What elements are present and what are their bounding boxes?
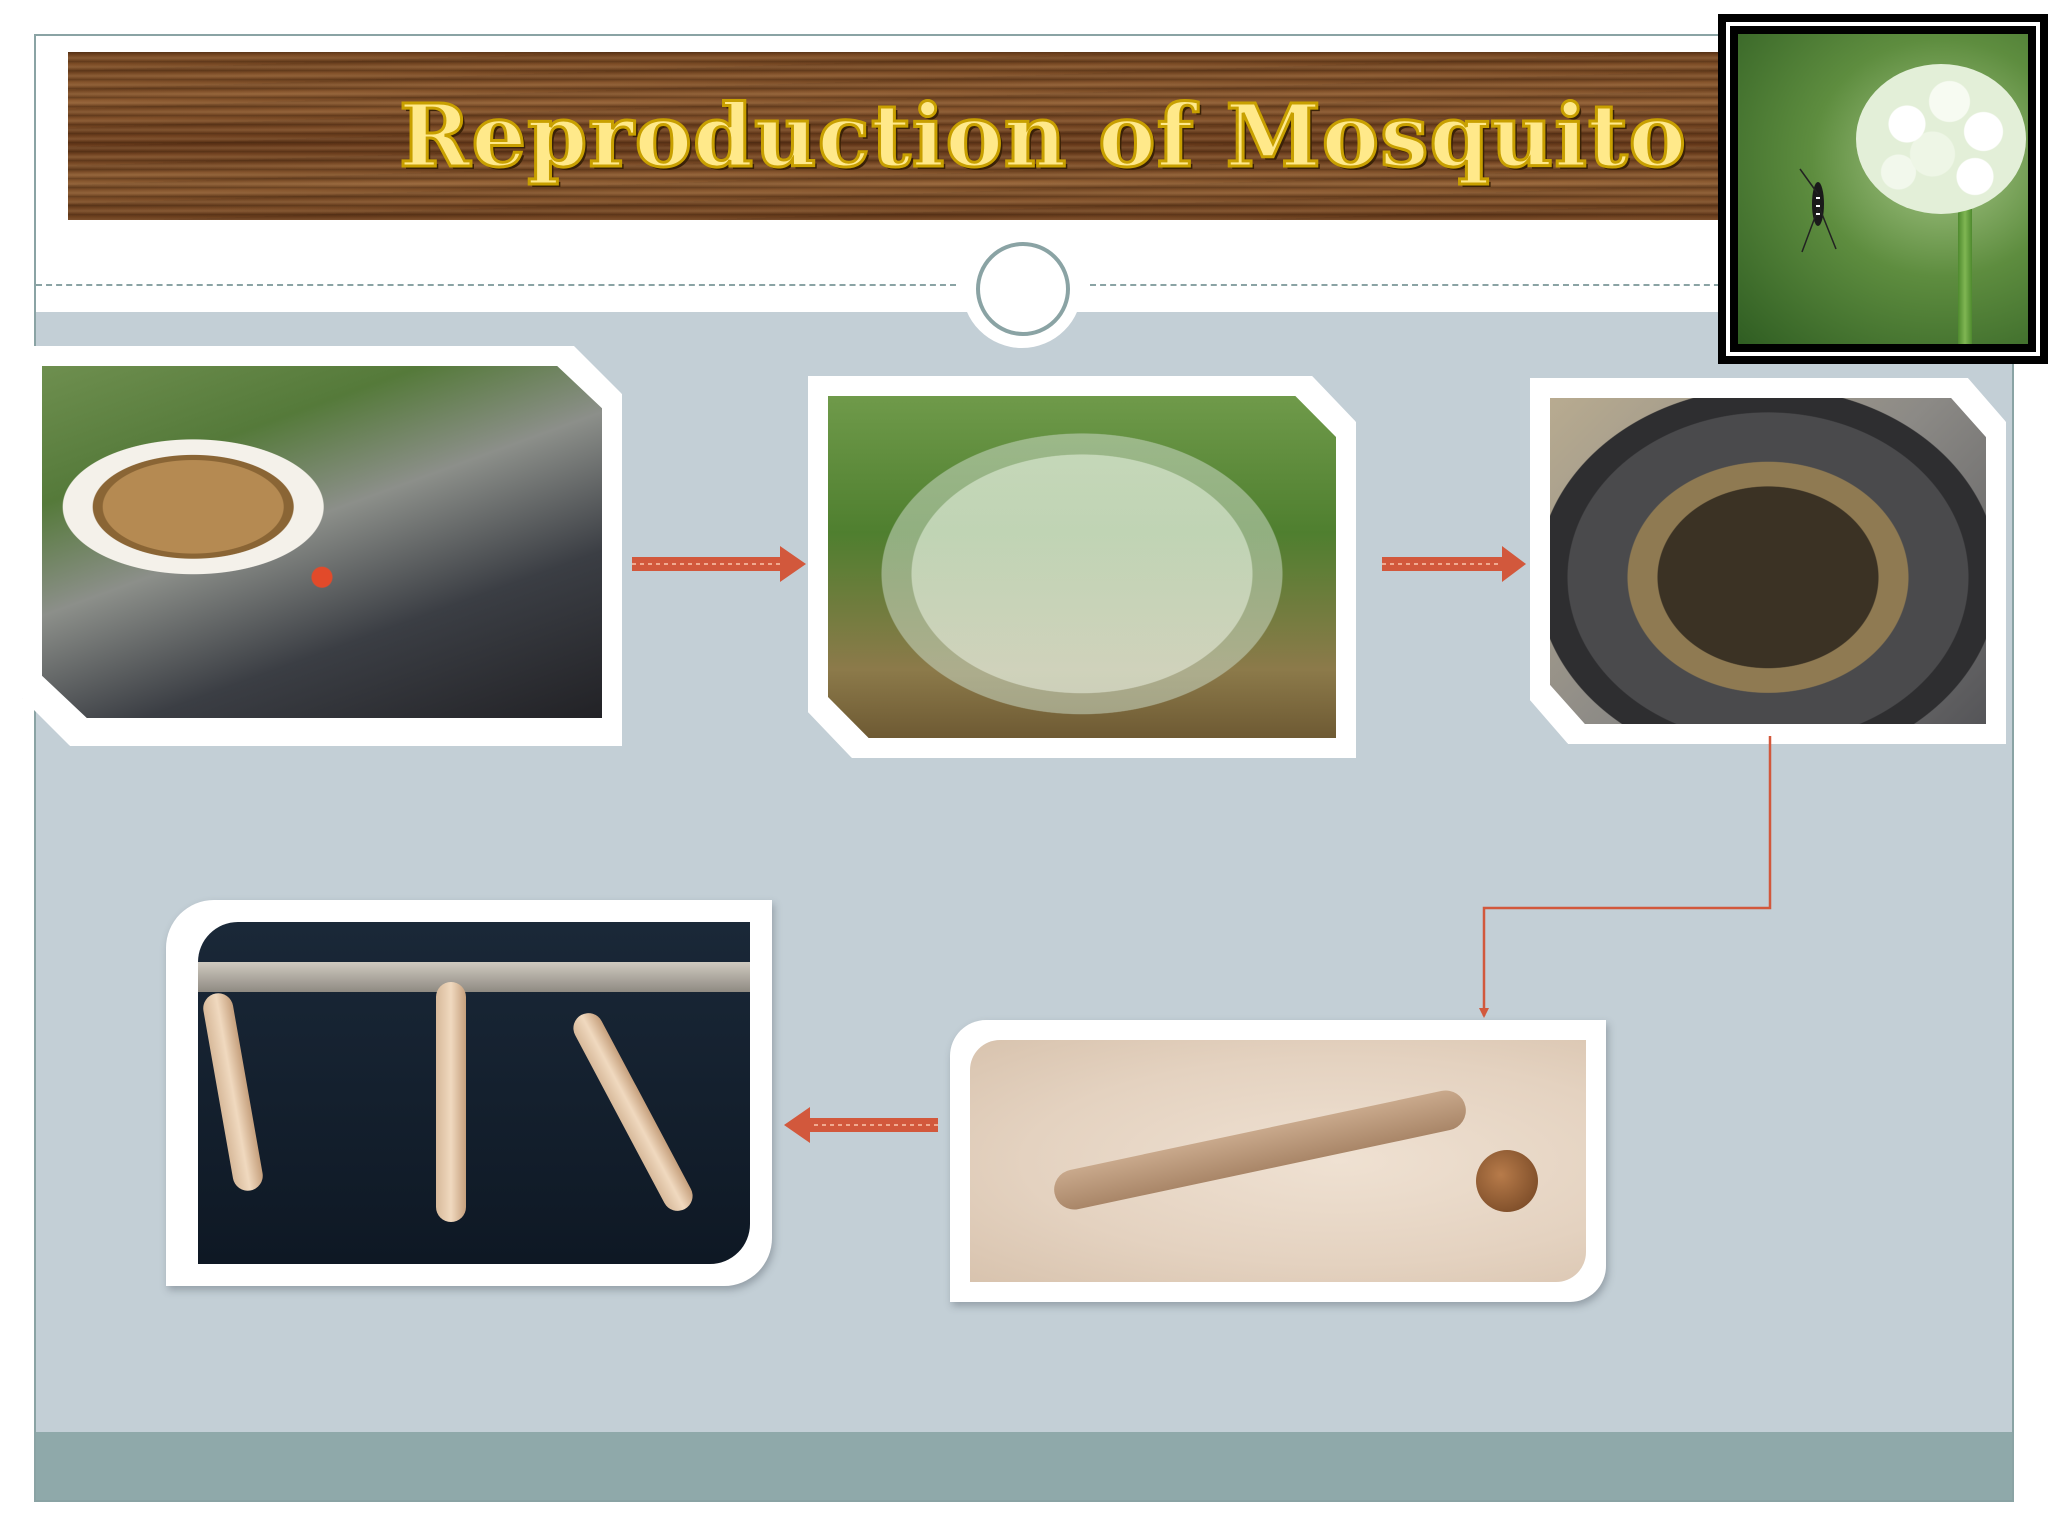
slide-title: Reproduction of Mosquito [398, 84, 1688, 188]
larva-middle [436, 982, 466, 1222]
elbow-connector [1479, 736, 1772, 1018]
photo-card-tyre [1530, 378, 2006, 744]
larva-head [1476, 1150, 1538, 1212]
water-in-jar-image [828, 396, 1336, 738]
water-in-tyre-image [1550, 398, 1986, 724]
divider-medallion [962, 228, 1082, 348]
larva-closeup-image [970, 1040, 1586, 1282]
title-banner: Reproduction of Mosquito [68, 52, 1718, 220]
mosquito-on-clover-image [1738, 34, 2028, 344]
header-divider-right [1090, 284, 1730, 286]
water-in-cup-image [42, 366, 602, 718]
photo-card-cup [22, 346, 622, 746]
photo-card-larvae-surface [166, 900, 772, 1286]
arrow-right-1 [632, 546, 806, 582]
arrow-left-1 [784, 1107, 938, 1143]
footer-band [36, 1432, 2012, 1500]
larvae-at-surface-image [198, 922, 750, 1264]
water-surface-rim [198, 962, 750, 992]
flower-stem [1958, 209, 1972, 344]
mosquito-icon [1799, 168, 1837, 253]
photo-card-jar [808, 376, 1356, 758]
corner-photo-frame [1718, 14, 2048, 364]
header-divider-left [36, 284, 956, 286]
clover-flower [1856, 64, 2026, 214]
arrow-right-2 [1382, 546, 1526, 582]
photo-card-larva [950, 1020, 1606, 1302]
